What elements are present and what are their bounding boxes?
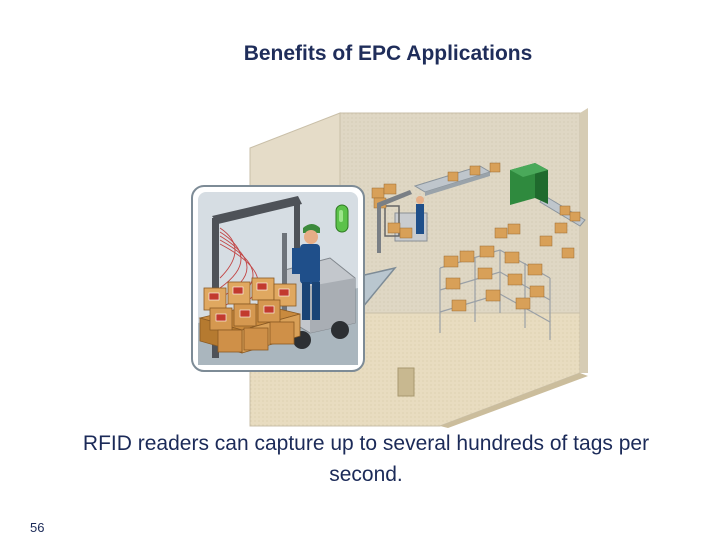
slide-caption: RFID readers can capture up to several h… (82, 432, 650, 486)
warehouse-rfid-illustration (191, 108, 588, 428)
background-forklift (371, 183, 428, 242)
slide-title: Benefits of EPC Applications (243, 42, 533, 65)
slide-number: 56 (30, 520, 45, 535)
reader-status-light (335, 204, 349, 233)
doorway (397, 367, 415, 397)
conveyor-belt (413, 162, 586, 227)
worker (292, 224, 320, 320)
storage-racks (439, 222, 575, 340)
epc-tags (208, 282, 290, 322)
rfid-portal-background (377, 190, 412, 253)
forklift-rfid-portal-inset (191, 185, 397, 372)
